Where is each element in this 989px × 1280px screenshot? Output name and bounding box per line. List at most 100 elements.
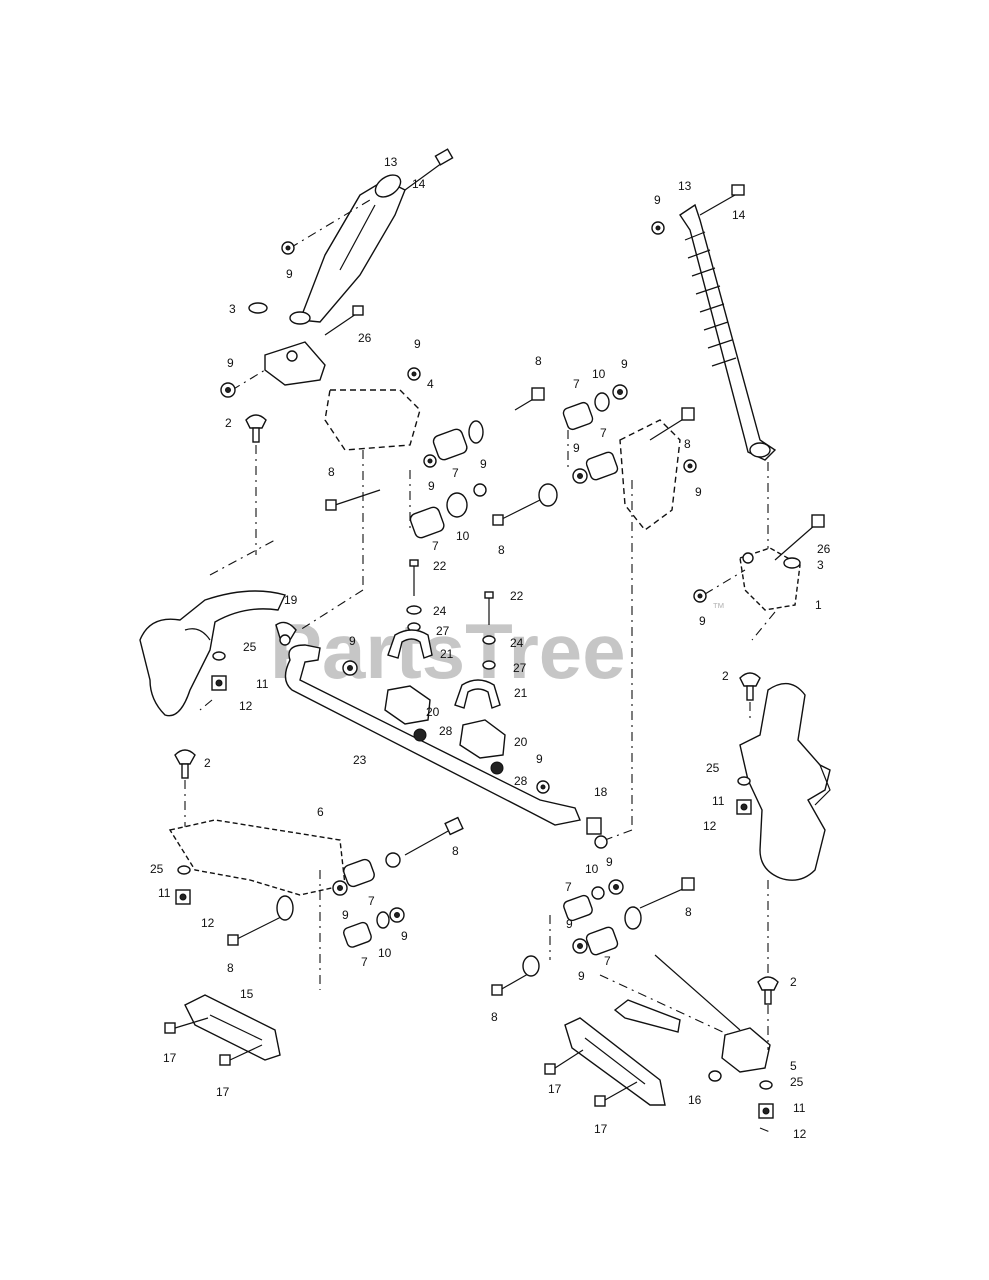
right-bracket-nut[interactable] <box>683 459 697 473</box>
right-skid-screw-lower[interactable] <box>594 1081 638 1107</box>
callout-27: 27 <box>436 624 450 638</box>
left-spindle-nut[interactable] <box>211 675 227 691</box>
right-skid-plate[interactable] <box>564 1017 666 1106</box>
callout-9: 9 <box>621 357 628 371</box>
callout-18: 18 <box>594 785 608 799</box>
right-bracket-pin[interactable] <box>774 514 825 561</box>
right-spindle[interactable] <box>739 682 831 881</box>
right-cotter-pin[interactable] <box>708 1070 722 1082</box>
center-nut-a[interactable] <box>423 454 437 468</box>
right-spindle-washer[interactable] <box>737 776 751 786</box>
right-lower-ball-joint[interactable] <box>757 976 779 1005</box>
right-shock-top-bolt[interactable] <box>699 184 745 216</box>
callout-10: 10 <box>592 367 606 381</box>
left-arm-bushing-upper[interactable] <box>342 852 401 888</box>
left-lower-control-arm[interactable] <box>168 819 346 896</box>
right-lower-arm-link[interactable] <box>613 999 681 1033</box>
right-upper-bracket[interactable] <box>739 547 801 611</box>
stabilizer-end-link-right[interactable] <box>586 817 608 849</box>
left-arm-nut-upper[interactable] <box>332 880 348 896</box>
stabilizer-bar[interactable] <box>284 644 581 826</box>
callout-8: 8 <box>491 1010 498 1024</box>
callout-8: 8 <box>452 844 459 858</box>
callout-16: 16 <box>688 1093 702 1107</box>
left-lower-washer[interactable] <box>177 865 191 875</box>
right-lower-washer[interactable] <box>759 1080 773 1090</box>
left-arm-bolt-upper[interactable] <box>404 816 464 856</box>
callout-9: 9 <box>654 193 661 207</box>
callout-17: 17 <box>216 1085 230 1099</box>
left-pivot-bolt-upper[interactable] <box>325 489 381 511</box>
right-lower-arm-bushing-upper[interactable] <box>562 879 624 922</box>
clamp-left[interactable] <box>387 629 433 659</box>
center-upper-bolt-right[interactable] <box>514 387 545 411</box>
left-shock-top-nut[interactable] <box>281 199 371 255</box>
leader-line <box>759 1127 771 1133</box>
right-frame-bracket[interactable] <box>619 419 681 531</box>
clamp-right[interactable] <box>454 679 501 709</box>
right-shock-top-nut[interactable] <box>651 221 665 235</box>
callout-28: 28 <box>514 774 528 788</box>
stabilizer-nut-right[interactable] <box>536 780 550 794</box>
right-spindle-nut[interactable] <box>736 799 752 815</box>
stabilizer-bushing-right[interactable] <box>459 719 506 775</box>
left-shock-top-bolt[interactable] <box>404 148 454 191</box>
right-shock-absorber-with-coil[interactable] <box>679 203 777 461</box>
leader-line <box>209 539 276 576</box>
callout-9: 9 <box>536 752 543 766</box>
left-spindle[interactable] <box>139 590 286 717</box>
right-skid-screw-upper[interactable] <box>544 1049 584 1075</box>
callout-25: 25 <box>243 640 257 654</box>
right-lower-bolt-upper[interactable] <box>624 877 695 930</box>
left-upper-bracket[interactable] <box>264 341 326 386</box>
stabilizer-end-link-left[interactable] <box>275 621 297 646</box>
callout-13: 13 <box>384 155 398 169</box>
callout-4: 4 <box>427 377 434 391</box>
center-upper-bushing-left[interactable] <box>432 420 484 461</box>
callout-7: 7 <box>452 466 459 480</box>
right-lower-bolt-lower[interactable] <box>491 955 540 996</box>
right-bracket-bolt[interactable] <box>649 407 695 441</box>
callout-2: 2 <box>790 975 797 989</box>
left-skid-plate[interactable] <box>184 994 281 1061</box>
clamp-bolt-left[interactable] <box>406 559 422 632</box>
right-lower-nut[interactable] <box>758 1103 774 1119</box>
left-upper-ball-joint[interactable] <box>245 414 267 443</box>
callout-9: 9 <box>401 929 408 943</box>
right-lower-arm-bushing-lower[interactable] <box>572 926 619 956</box>
left-frame-plate[interactable] <box>324 389 421 451</box>
left-snap-ring[interactable] <box>248 302 268 314</box>
callout-21: 21 <box>514 686 528 700</box>
center-bushing-lower[interactable] <box>409 483 487 539</box>
callout-8: 8 <box>535 354 542 368</box>
callout-5: 5 <box>790 1059 797 1073</box>
left-spindle-washer[interactable] <box>212 651 226 661</box>
center-bolt-a[interactable] <box>492 483 558 526</box>
right-upper-ball-joint[interactable] <box>739 672 761 701</box>
left-lower-ball-joint[interactable] <box>174 749 196 779</box>
clamp-bolt-right[interactable] <box>482 591 496 670</box>
callout-9: 9 <box>414 337 421 351</box>
stabilizer-nut-left[interactable] <box>342 660 358 676</box>
left-shock-absorber[interactable] <box>289 171 406 325</box>
callout-15: 15 <box>240 987 254 1001</box>
left-arm-bushing-lower[interactable] <box>342 907 405 949</box>
right-bracket-nut-lower[interactable] <box>693 569 746 603</box>
callout-23: 23 <box>353 753 367 767</box>
left-shock-bottom-bolt[interactable] <box>324 305 364 336</box>
stabilizer-bushing-left[interactable] <box>384 685 431 742</box>
lower-arm-edge <box>654 954 741 1031</box>
left-bracket-nut[interactable] <box>220 369 266 398</box>
left-frame-nut[interactable] <box>407 367 421 381</box>
right-snap-ring[interactable] <box>783 557 801 569</box>
left-skid-screw-upper[interactable] <box>164 1017 209 1034</box>
callout-20: 20 <box>514 735 528 749</box>
left-lower-nut[interactable] <box>175 889 191 905</box>
left-skid-screw-lower[interactable] <box>219 1044 263 1066</box>
callout-11: 11 <box>256 677 269 691</box>
center-right-bushing-2[interactable] <box>572 451 619 484</box>
right-lower-pivot-block[interactable] <box>721 1027 771 1073</box>
left-arm-bolt[interactable] <box>227 895 294 946</box>
center-bushing-right[interactable] <box>562 384 628 431</box>
callout-8: 8 <box>685 905 692 919</box>
